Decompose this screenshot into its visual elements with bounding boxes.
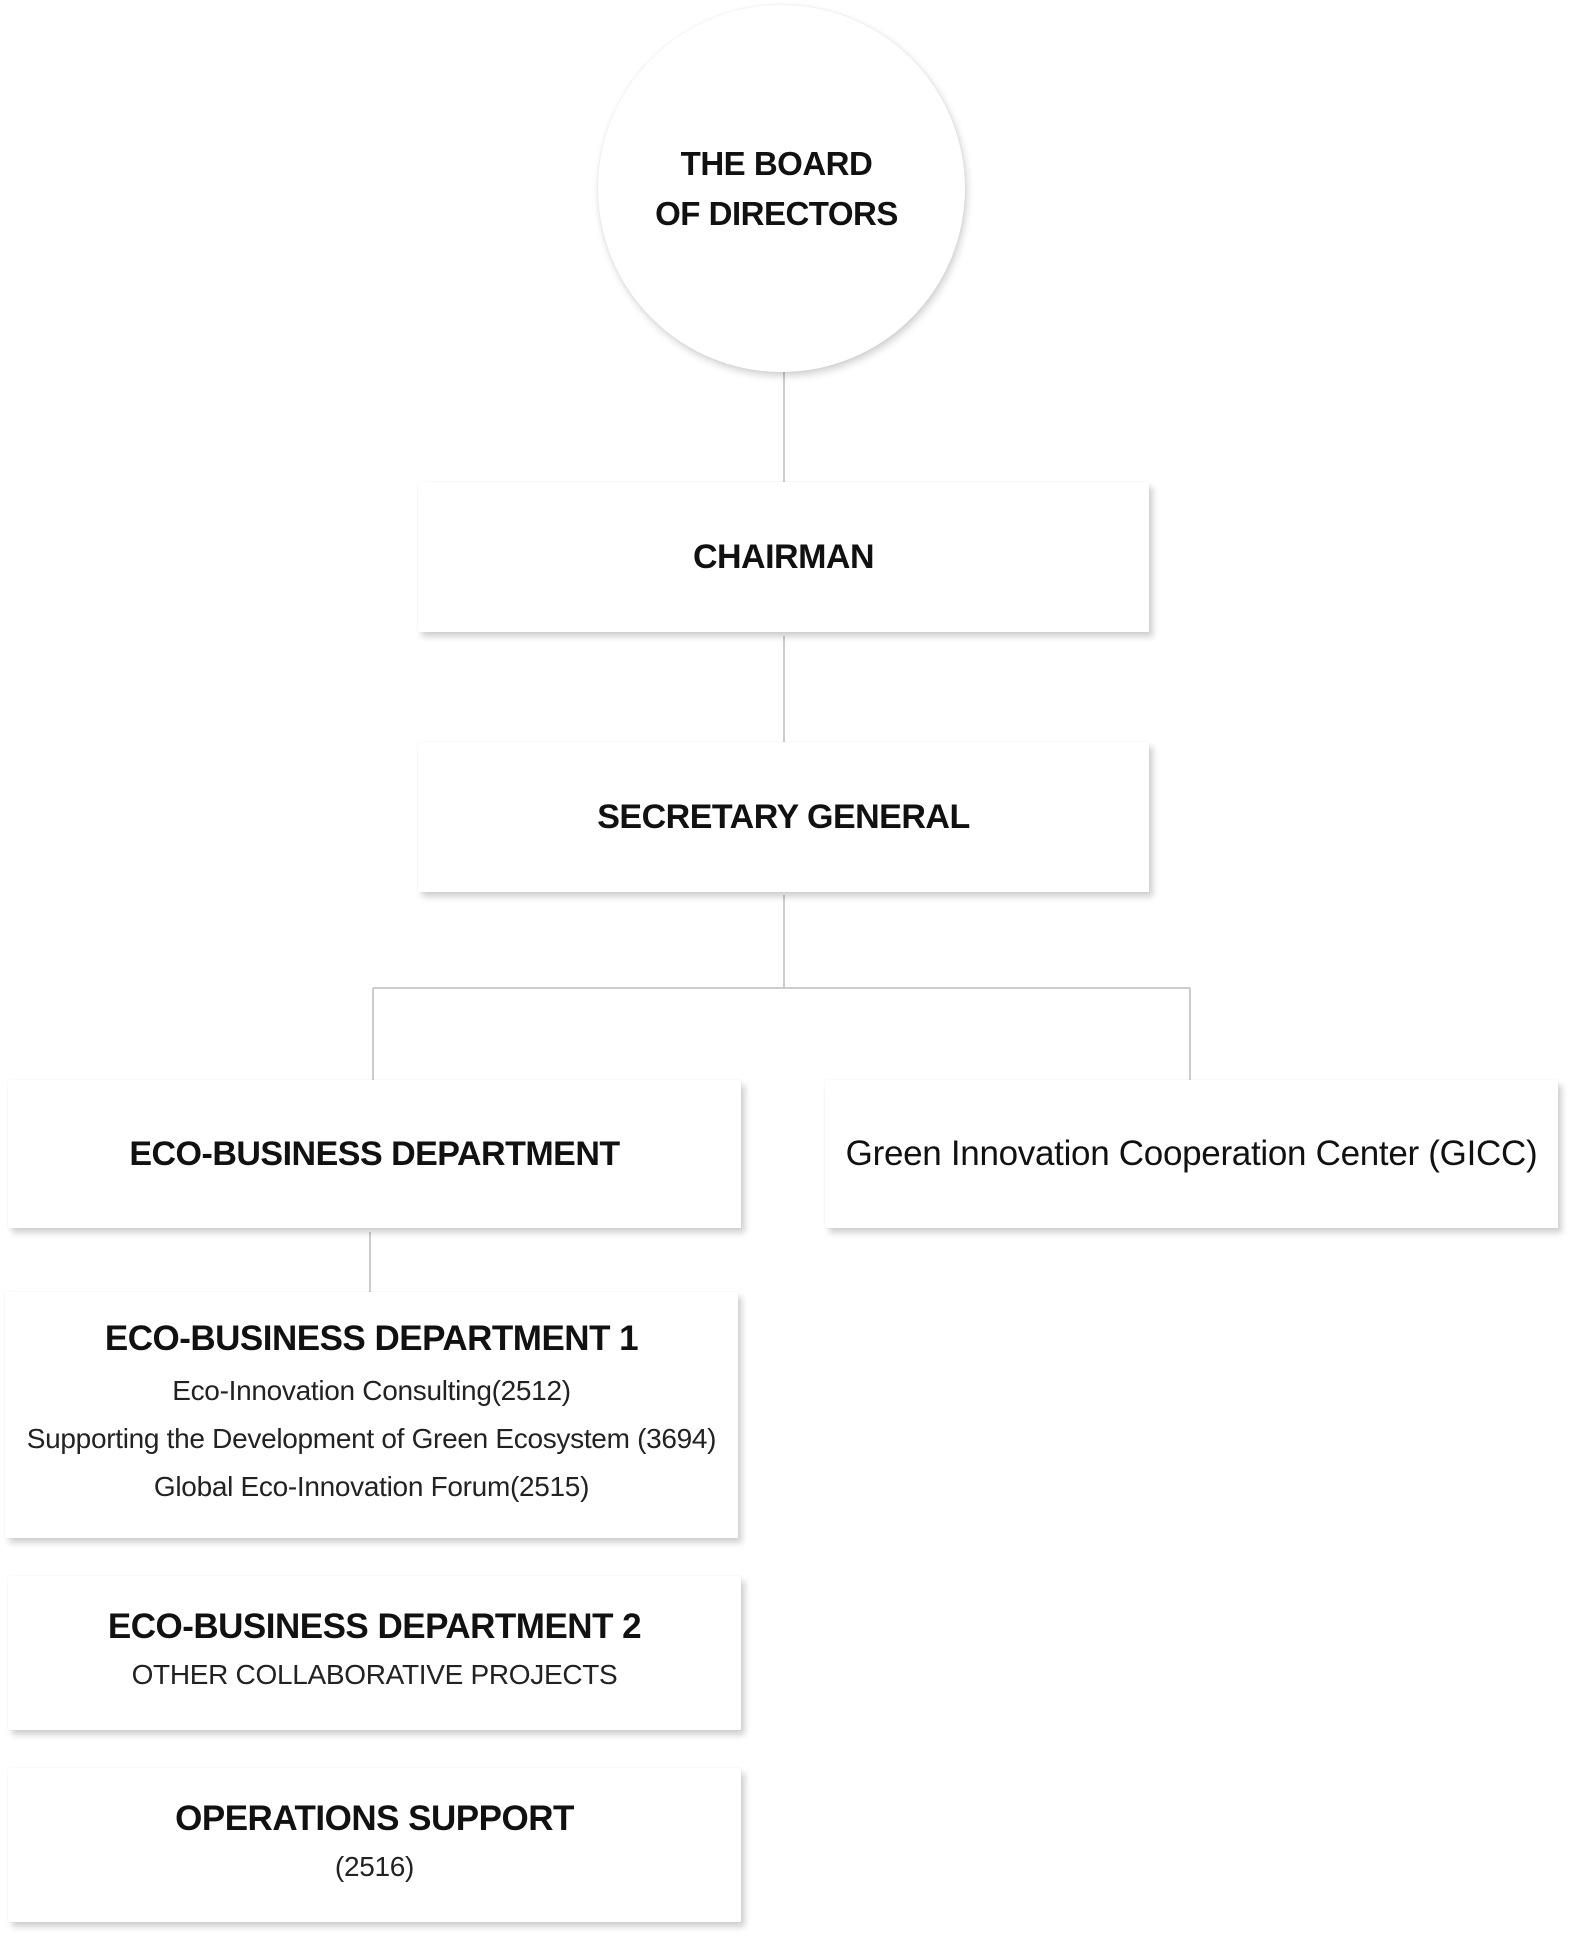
dept2-title: ECO-BUSINESS DEPARTMENT 2: [107, 1607, 642, 1646]
dept1-item: Supporting the Development of Green Ecos…: [26, 1423, 717, 1454]
gicc-title: Green Innovation Cooperation Center (GIC…: [845, 1134, 1538, 1173]
eco-business-department-node: ECO-BUSINESS DEPARTMENT: [8, 1080, 741, 1228]
board-of-directors-node: THE BOARD OF DIRECTORS: [598, 5, 965, 372]
chairman-node: CHAIRMAN: [418, 482, 1149, 632]
secretary-general-title: SECRETARY GENERAL: [597, 797, 970, 836]
eco-business-department-title: ECO-BUSINESS DEPARTMENT: [129, 1134, 620, 1173]
dept2-subtitle: OTHER COLLABORATIVE PROJECTS: [131, 1659, 618, 1690]
dept1-title: ECO-BUSINESS DEPARTMENT 1: [104, 1319, 639, 1358]
secretary-general-node: SECRETARY GENERAL: [418, 742, 1149, 892]
eco-business-department-2-node: ECO-BUSINESS DEPARTMENT 2 OTHER COLLABOR…: [8, 1576, 741, 1730]
eco-business-department-1-node: ECO-BUSINESS DEPARTMENT 1 Eco-Innovation…: [5, 1292, 738, 1538]
operations-support-node: OPERATIONS SUPPORT (2516): [8, 1768, 741, 1922]
board-title-line1: THE BOARD: [680, 144, 873, 182]
chairman-title: CHAIRMAN: [692, 537, 875, 576]
gicc-node: Green Innovation Cooperation Center (GIC…: [825, 1080, 1558, 1228]
dept1-item: Eco-Innovation Consulting(2512): [172, 1375, 571, 1406]
dept1-item: Global Eco-Innovation Forum(2515): [153, 1471, 590, 1502]
operations-support-subtitle: (2516): [334, 1851, 415, 1882]
board-title-line2: OF DIRECTORS: [655, 194, 898, 232]
operations-support-title: OPERATIONS SUPPORT: [175, 1799, 574, 1838]
